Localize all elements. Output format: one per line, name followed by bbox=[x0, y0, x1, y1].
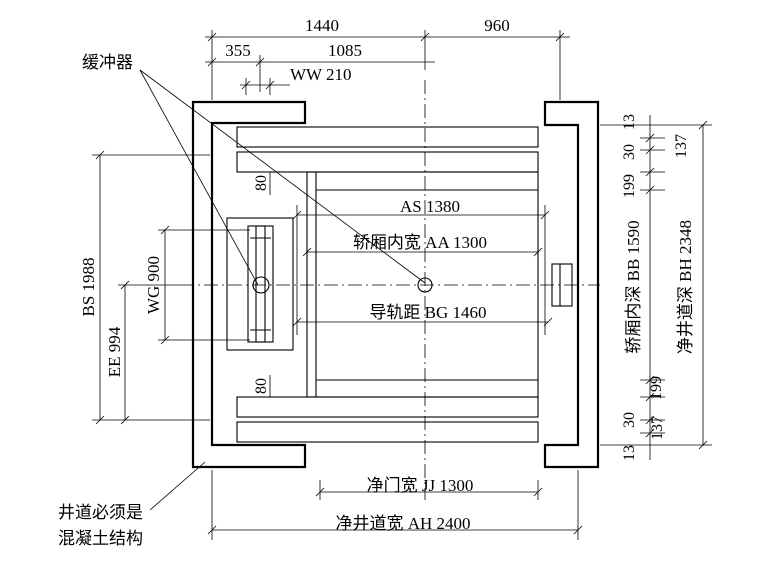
dim-ah: 净井道宽 AH 2400 bbox=[335, 514, 470, 533]
dim-as: AS 1380 bbox=[400, 197, 460, 216]
dimension-labels: 1440 960 355 1085 WW 210 缓冲器 AS 1380 轿厢内… bbox=[58, 16, 695, 548]
note-buffer: 缓冲器 bbox=[82, 53, 133, 72]
dim-ee: EE 994 bbox=[105, 326, 124, 377]
left-wall bbox=[191, 100, 307, 469]
dim-r199-top: 199 bbox=[621, 174, 638, 198]
dim-bh: 净井道深 BH 2348 bbox=[676, 220, 695, 354]
dim-center-span: 1085 bbox=[328, 41, 362, 60]
car-assembly bbox=[226, 126, 573, 443]
dim-r13-bottom: 13 bbox=[621, 445, 638, 461]
dim-r199-bottom: 199 bbox=[648, 376, 665, 400]
buffer-leader-1 bbox=[139, 69, 259, 286]
dim-gap-top: 80 bbox=[253, 175, 270, 191]
dim-bs: BS 1988 bbox=[79, 257, 98, 316]
dim-r30-bottom: 30 bbox=[621, 412, 638, 428]
car-body bbox=[306, 171, 539, 398]
shaft-walls bbox=[191, 100, 600, 469]
concrete-leader bbox=[149, 461, 206, 511]
dim-ww: WW 210 bbox=[290, 65, 352, 84]
dim-r13-top: 13 bbox=[621, 114, 638, 130]
dim-top-left: 1440 bbox=[305, 16, 339, 35]
dim-gap-bottom: 80 bbox=[253, 378, 270, 394]
dim-r137-bottom: 137 bbox=[649, 416, 666, 440]
dim-jj: 净门宽 JJ 1300 bbox=[367, 476, 474, 495]
note-concrete-line2: 混凝土结构 bbox=[58, 529, 143, 548]
dim-wg: WG 900 bbox=[144, 256, 163, 314]
buffer-leader-2 bbox=[139, 69, 426, 284]
counterweight-top bbox=[236, 126, 539, 148]
note-concrete-line1: 井道必须是 bbox=[58, 503, 143, 522]
right-wall bbox=[543, 100, 600, 469]
center-lines bbox=[180, 80, 600, 500]
dim-bb: 轿厢内深 BB 1590 bbox=[624, 220, 643, 353]
counterweight-bottom bbox=[236, 421, 539, 443]
dim-bg: 导轨距 BG 1460 bbox=[369, 303, 486, 322]
dim-r137-top: 137 bbox=[673, 134, 690, 158]
dim-top-right: 960 bbox=[484, 16, 510, 35]
dim-r30-top: 30 bbox=[621, 144, 638, 160]
dimension-lines bbox=[92, 30, 712, 540]
dim-aa: 轿厢内宽 AA 1300 bbox=[353, 233, 487, 252]
dim-left-offset: 355 bbox=[225, 41, 251, 60]
car-door-top bbox=[236, 151, 539, 173]
car-door-bottom bbox=[236, 396, 539, 418]
buffer-inner bbox=[255, 225, 266, 343]
buffer-frame bbox=[226, 217, 294, 351]
